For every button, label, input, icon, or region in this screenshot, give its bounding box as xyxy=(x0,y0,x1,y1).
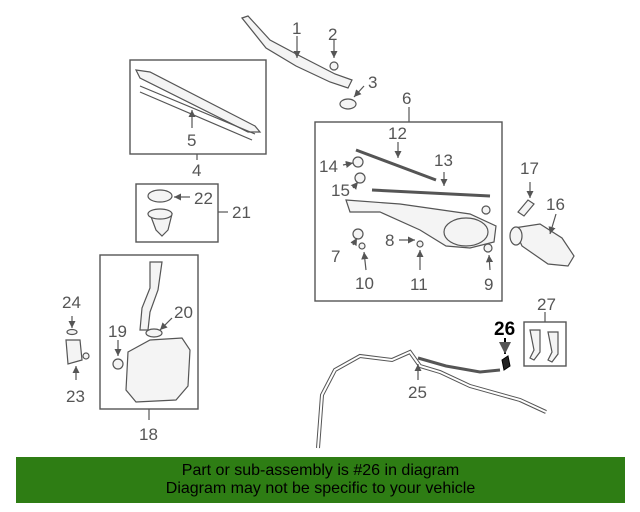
callout-6: 6 xyxy=(402,89,411,108)
callout-14: 14 xyxy=(319,157,338,176)
callout-26[interactable]: 26 xyxy=(494,319,515,340)
callout-11: 11 xyxy=(410,275,428,294)
callout-19: 19 xyxy=(108,322,127,341)
callout-22: 22 xyxy=(194,189,213,208)
callout-15: 15 xyxy=(331,181,350,200)
wiper-blade xyxy=(134,69,262,141)
washer-cap xyxy=(147,189,190,237)
info-banner: Part or sub-assembly is #26 in diagram D… xyxy=(16,457,625,503)
wiper-motor xyxy=(509,182,575,267)
callout-18: 18 xyxy=(139,425,158,444)
wiper-arm xyxy=(240,15,353,89)
hose-clips xyxy=(529,329,559,363)
callout-25: 25 xyxy=(408,383,427,402)
callout-5: 5 xyxy=(187,131,196,150)
banner-line-2: Diagram may not be specific to your vehi… xyxy=(165,480,476,497)
callout-17: 17 xyxy=(520,159,539,178)
callout-10: 10 xyxy=(355,274,374,293)
callout-8: 8 xyxy=(385,231,394,250)
washer-pump xyxy=(65,316,90,380)
washer-hose xyxy=(316,349,547,449)
cap-part xyxy=(339,85,365,110)
callout-23: 23 xyxy=(66,387,85,406)
callout-12: 12 xyxy=(388,124,407,143)
callout-16: 16 xyxy=(546,195,565,214)
highlighted-part-26[interactable] xyxy=(499,338,511,371)
callout-20: 20 xyxy=(174,303,193,322)
parts-diagram: 1 2 3 5 4 22 21 6 xyxy=(62,15,575,449)
callout-4: 4 xyxy=(192,161,201,180)
banner-line-1: Part or sub-assembly is #26 in diagram xyxy=(181,462,460,479)
callout-13: 13 xyxy=(434,151,453,170)
callout-27: 27 xyxy=(537,295,556,314)
callout-1: 1 xyxy=(292,19,301,38)
washer-cap-box xyxy=(135,183,219,243)
callout-24: 24 xyxy=(62,293,81,312)
washer-reservoir xyxy=(112,261,191,403)
callout-9: 9 xyxy=(484,275,493,294)
nut-part xyxy=(329,40,339,71)
hose-clip-box xyxy=(523,321,567,367)
wiper-linkage xyxy=(342,142,497,271)
callout-2: 2 xyxy=(328,25,337,44)
callout-3: 3 xyxy=(368,73,377,92)
callout-7: 7 xyxy=(331,247,340,266)
wiper-blade-box xyxy=(129,59,267,155)
callout-21: 21 xyxy=(232,203,251,222)
